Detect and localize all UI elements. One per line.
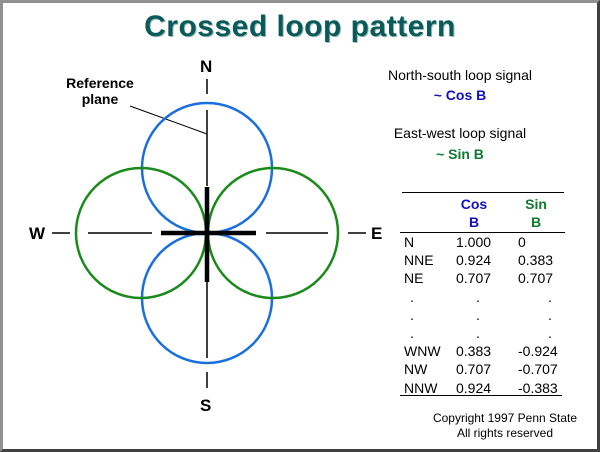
- copyright: Copyright 1997 Penn State All rights res…: [420, 411, 590, 441]
- sin-header: Sin B: [514, 195, 558, 231]
- cell-dir: NNW: [404, 379, 438, 396]
- cell-dir: .: [410, 324, 414, 341]
- reference-label-line1: Reference: [66, 75, 134, 91]
- cell-sin: .: [548, 288, 552, 305]
- table-row: NNE 0.924 0.383: [404, 251, 564, 269]
- compass-w: W: [29, 224, 46, 243]
- reference-label-line2: plane: [81, 91, 119, 107]
- cell-cos: 0.383: [456, 343, 492, 360]
- cell-cos: 0.707: [456, 361, 492, 378]
- ns-signal-label: North-south loop signal: [388, 67, 532, 83]
- cell-cos: .: [476, 306, 480, 323]
- table-row: ...: [404, 306, 564, 324]
- cell-sin: 0.707: [518, 270, 554, 287]
- cell-dir: NNE: [404, 252, 434, 269]
- ew-signal-label: East-west loop signal: [393, 125, 527, 141]
- cell-dir: NW: [404, 361, 428, 378]
- table-row: NE 0.707 0.707: [404, 269, 564, 287]
- table-row: ...: [404, 288, 564, 306]
- cell-cos: .: [476, 288, 480, 305]
- table-top-rule: [402, 192, 564, 193]
- cell-dir: .: [410, 306, 414, 323]
- ns-signal-formula: ~ Cos B: [433, 87, 487, 103]
- cos-header-line1: Cos: [460, 196, 488, 212]
- table-row: NW 0.707 -0.707: [404, 360, 564, 378]
- cell-cos: 1.000: [456, 234, 492, 250]
- reference-leader-line: [129, 105, 208, 135]
- cos-header: Cos B: [452, 195, 496, 231]
- cell-sin: 0: [518, 234, 526, 250]
- cell-cos: .: [476, 324, 480, 341]
- cell-cos: 0.924: [456, 379, 492, 396]
- cell-sin: -0.383: [518, 379, 558, 396]
- cell-sin: .: [548, 306, 552, 323]
- cell-dir: .: [410, 288, 414, 305]
- table-row: NNW 0.924 -0.383: [404, 379, 564, 397]
- cell-sin: 0.383: [518, 252, 554, 269]
- cell-sin: .: [548, 324, 552, 341]
- table-row: N 1.000 0: [404, 233, 564, 251]
- cell-sin: -0.707: [518, 361, 558, 378]
- ew-signal-formula: ~ Sin B: [436, 146, 484, 162]
- reference-plane-label: Reference plane: [60, 75, 140, 107]
- compass-e: E: [371, 224, 383, 243]
- sin-header-line2: B: [530, 214, 542, 230]
- compass-s: S: [200, 396, 212, 415]
- page-title: Crossed loop pattern: [144, 10, 456, 43]
- cos-header-line2: B: [468, 214, 480, 230]
- compass-n: N: [200, 57, 213, 76]
- table-bottom-rule: [400, 395, 562, 396]
- sin-header-line1: Sin: [525, 196, 547, 212]
- cell-cos: 0.707: [456, 270, 492, 287]
- table-row: WNW 0.383 -0.924: [404, 342, 564, 360]
- copyright-line2: All rights reserved: [456, 426, 554, 440]
- copyright-line1: Copyright 1997 Penn State: [432, 411, 578, 425]
- cell-cos: 0.924: [456, 252, 492, 269]
- cell-dir: N: [404, 234, 415, 250]
- cell-dir: WNW: [404, 343, 441, 360]
- cell-sin: -0.924: [518, 343, 558, 360]
- cell-dir: NE: [404, 270, 424, 287]
- table-row: ...: [404, 324, 564, 342]
- table-header-rule: [400, 232, 565, 233]
